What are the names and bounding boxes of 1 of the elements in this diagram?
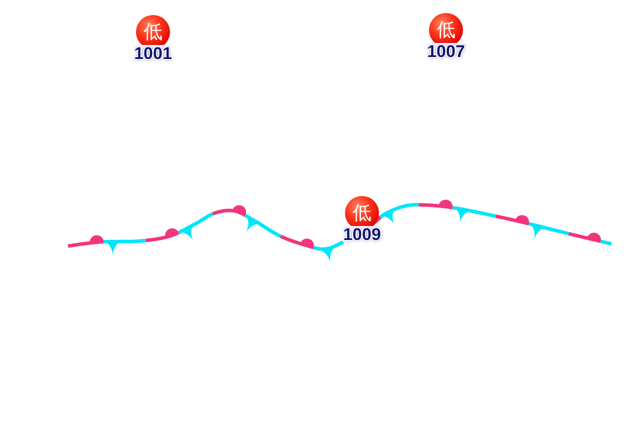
pressure-label: 1007 xyxy=(426,43,466,60)
